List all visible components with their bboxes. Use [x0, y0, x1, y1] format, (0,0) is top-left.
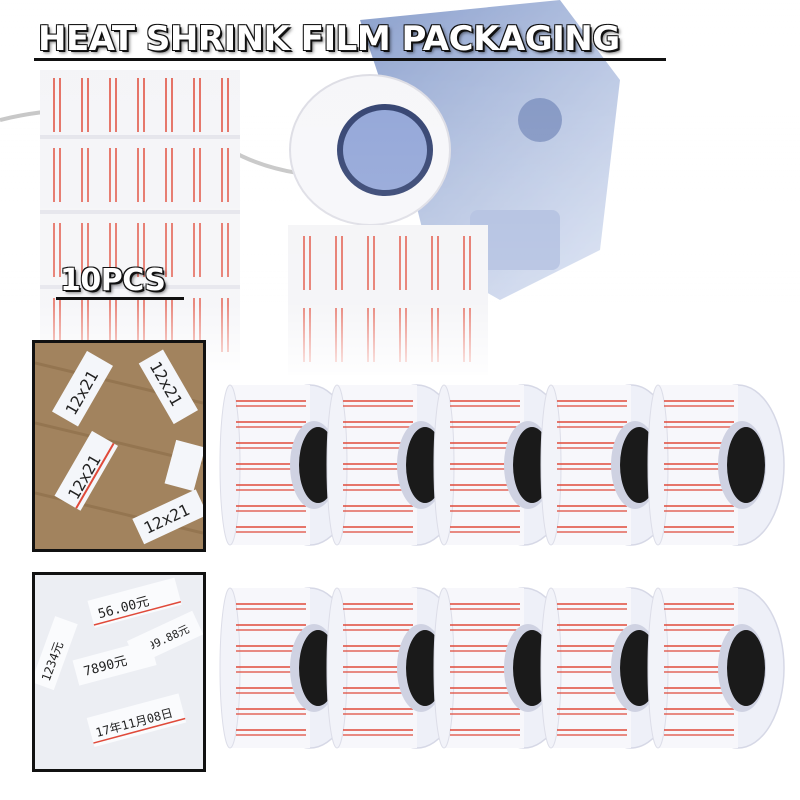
price-labels-photo: 56.00元 ¥999.88元 1234元 7890元 17年11月08日 [35, 575, 203, 769]
label-roll-10 [647, 587, 785, 749]
inset-wood-labels: 12x21 12x21 12x21 12x21 [32, 340, 206, 552]
headline-underline [34, 58, 666, 61]
quantity-underline [56, 297, 184, 300]
wood-labels-photo: 12x21 12x21 12x21 12x21 [35, 343, 203, 549]
inset-price-labels: 56.00元 ¥999.88元 1234元 7890元 17年11月08日 [32, 572, 206, 772]
quantity-label: 10PCS [60, 263, 166, 298]
label-roll-5 [647, 384, 785, 546]
headline: HEAT SHRINK FILM PACKAGING [38, 19, 620, 59]
